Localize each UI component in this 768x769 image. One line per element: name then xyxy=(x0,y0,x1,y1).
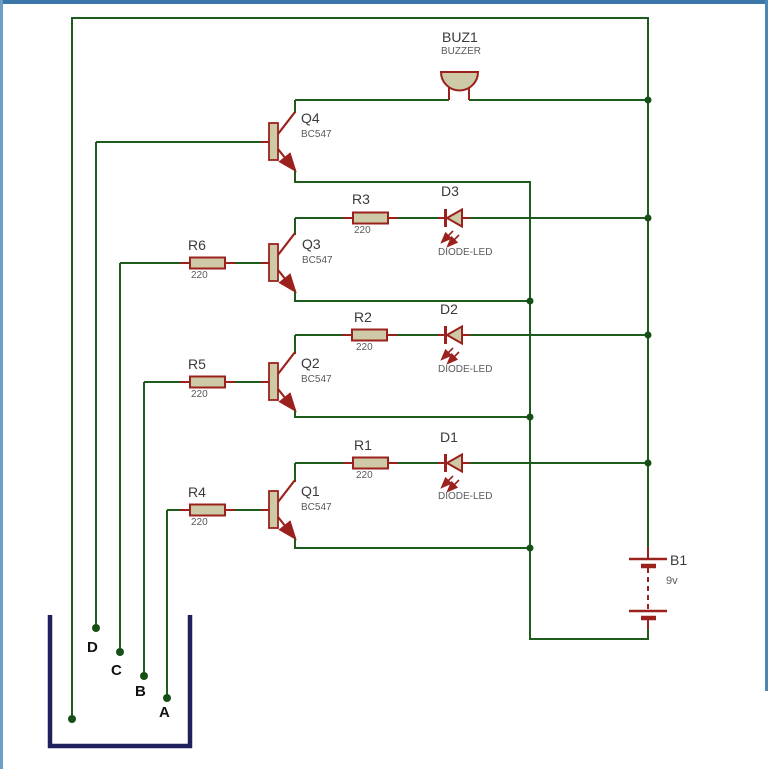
junction-dots xyxy=(68,96,652,723)
q1-collector-pin xyxy=(277,479,296,503)
d3-light-arrow-1 xyxy=(440,230,454,244)
resistor-r6 xyxy=(180,256,235,270)
d3-type-label: DIODE-LED xyxy=(438,247,493,258)
q3-emitter-pin xyxy=(277,269,297,294)
buzzer-type-label: BUZZER xyxy=(441,46,481,57)
transistor-q1 xyxy=(261,479,297,541)
probe-label-d: D xyxy=(87,639,98,656)
r6-body xyxy=(189,256,226,270)
d2-light-arrow-1 xyxy=(440,347,454,361)
q4-collector-pin xyxy=(277,111,296,135)
probe-label-a: A xyxy=(159,704,170,721)
d2-type-label: DIODE-LED xyxy=(438,364,493,375)
d2-ref-label: D2 xyxy=(440,301,458,317)
probe-label-b: B xyxy=(135,683,146,700)
junction-d1-bus xyxy=(644,459,652,467)
frame-border-top xyxy=(0,0,768,4)
frame-border-left xyxy=(0,0,3,769)
q1-ref-label: Q1 xyxy=(301,483,320,499)
d1-anode-triangle xyxy=(444,452,463,474)
b1-val-label: 9v xyxy=(666,575,678,587)
r1-ref-label: R1 xyxy=(354,437,372,453)
probe-tip-d xyxy=(92,624,100,632)
r6-val-label: 220 xyxy=(191,270,208,281)
probe-tip-b xyxy=(140,672,148,680)
q2-emitter-pin xyxy=(277,388,297,413)
d1-light-arrow-2 xyxy=(446,479,460,493)
q1-part-label: BC547 xyxy=(301,502,332,513)
d2-anode-triangle xyxy=(444,324,463,346)
buzzer-ref-label: BUZ1 xyxy=(442,29,478,45)
junction-q3-emitter xyxy=(526,297,534,305)
q2-ref-label: Q2 xyxy=(301,355,320,371)
resistor-r2 xyxy=(342,328,397,342)
probe-tip-a xyxy=(163,694,171,702)
led-d2 xyxy=(438,324,470,365)
resistor-r3 xyxy=(343,211,398,225)
junction-buzzer-bus xyxy=(644,96,652,104)
r3-val-label: 220 xyxy=(354,225,371,236)
r1-body xyxy=(352,456,389,470)
d1-ref-label: D1 xyxy=(440,429,458,445)
q4-emitter-pin xyxy=(277,148,297,173)
junction-d3-bus xyxy=(644,214,652,222)
transistor-q3 xyxy=(261,232,297,294)
junction-d2-bus xyxy=(644,331,652,339)
buzzer-dome xyxy=(439,71,480,92)
q2-base-bar xyxy=(268,362,279,401)
d2-light-arrow-2 xyxy=(446,351,460,365)
q3-part-label: BC547 xyxy=(302,255,333,266)
r2-val-label: 220 xyxy=(356,342,373,353)
junction-q1-emitter xyxy=(526,544,534,552)
q1-emitter-pin xyxy=(277,516,297,541)
r5-body xyxy=(189,375,226,389)
buzzer-buz1 xyxy=(439,71,480,100)
frame-border-right xyxy=(765,0,768,691)
led-d3 xyxy=(438,207,470,248)
d1-type-label: DIODE-LED xyxy=(438,491,493,502)
led-d1 xyxy=(438,452,470,493)
q4-part-label: BC547 xyxy=(301,129,332,140)
r2-body xyxy=(351,328,388,342)
d3-light-arrow-2 xyxy=(446,234,460,248)
r5-ref-label: R5 xyxy=(188,356,206,372)
q3-ref-label: Q3 xyxy=(302,236,321,252)
resistor-r1 xyxy=(343,456,398,470)
r6-ref-label: R6 xyxy=(188,237,206,253)
r4-ref-label: R4 xyxy=(188,484,206,500)
q3-collector-pin xyxy=(277,232,296,256)
transistor-q2 xyxy=(261,351,297,413)
transistor-q4 xyxy=(261,111,297,173)
probe-tip-c xyxy=(116,648,124,656)
q1-base-bar xyxy=(268,490,279,529)
d3-ref-label: D3 xyxy=(441,183,459,199)
r3-body xyxy=(352,211,389,225)
r5-val-label: 220 xyxy=(191,389,208,400)
q4-ref-label: Q4 xyxy=(301,110,320,126)
r3-ref-label: R3 xyxy=(352,191,370,207)
q2-part-label: BC547 xyxy=(301,374,332,385)
r4-body xyxy=(189,503,226,517)
probe-label-c: C xyxy=(111,662,122,679)
battery-b1 xyxy=(629,547,667,629)
wire-net xyxy=(71,17,649,719)
r1-val-label: 220 xyxy=(356,470,373,481)
resistor-r4 xyxy=(180,503,235,517)
d3-anode-triangle xyxy=(444,207,463,229)
junction-q2-emitter xyxy=(526,413,534,421)
r2-ref-label: R2 xyxy=(354,309,372,325)
water-tank xyxy=(47,615,193,749)
resistor-r5 xyxy=(180,375,235,389)
q4-base-bar xyxy=(268,122,279,161)
b1-ref-label: B1 xyxy=(670,552,688,568)
q2-collector-pin xyxy=(277,351,296,375)
q3-base-bar xyxy=(268,243,279,282)
probe-tip-common xyxy=(68,715,76,723)
d1-light-arrow-1 xyxy=(440,475,454,489)
r4-val-label: 220 xyxy=(191,517,208,528)
